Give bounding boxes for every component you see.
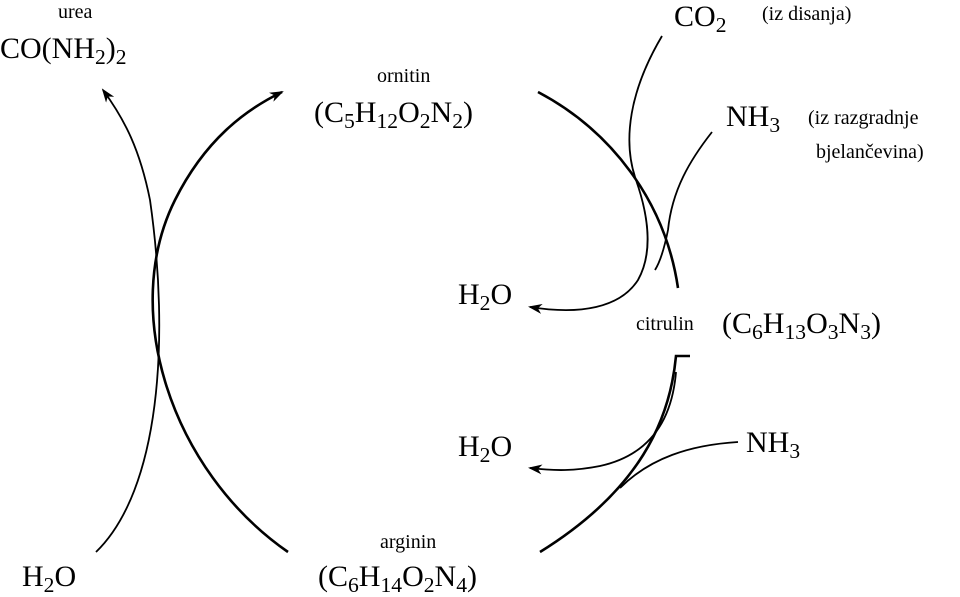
arc-citrulin-to-arginin — [539, 354, 690, 554]
co2-formula: CO2 — [674, 0, 727, 38]
citrulin-name: citrulin — [636, 313, 694, 335]
h2o-upper-formula: H2O — [458, 278, 513, 316]
arc-ornitin-to-citrulin — [537, 90, 680, 289]
nh3-bottom-formula: NH3 — [746, 426, 801, 464]
nh3-top-note-line2: bjelančevina) — [816, 141, 924, 163]
co2-note: (iz disanja) — [762, 3, 852, 25]
h2o-left-formula: H2O — [22, 560, 77, 597]
citrulin-formula: (C6H13O3N3) — [722, 307, 881, 345]
arc-arginin-to-ornitin — [151, 90, 289, 554]
arc-h2o-to-urea — [95, 88, 161, 553]
nh3-top-note-line1: (iz razgradnje — [808, 107, 919, 129]
h2o-lower-formula: H2O — [458, 430, 513, 468]
ornitin-name: ornitin — [377, 65, 431, 87]
arginin-name: arginin — [380, 531, 437, 553]
urea-formula: CO(NH2)2 — [0, 32, 127, 70]
ornitin-formula: (C5H12O2N2) — [314, 96, 473, 134]
arc-nh3-top-in — [654, 131, 713, 271]
nh3-top-formula: NH3 — [726, 100, 781, 138]
urea-name: urea — [58, 1, 93, 23]
arc-co2-in — [528, 35, 663, 314]
arc-h2o-lower-out — [528, 371, 677, 475]
arginin-formula: (C6H14O2N4) — [318, 560, 477, 597]
arc-nh3-bottom-in — [619, 441, 739, 489]
